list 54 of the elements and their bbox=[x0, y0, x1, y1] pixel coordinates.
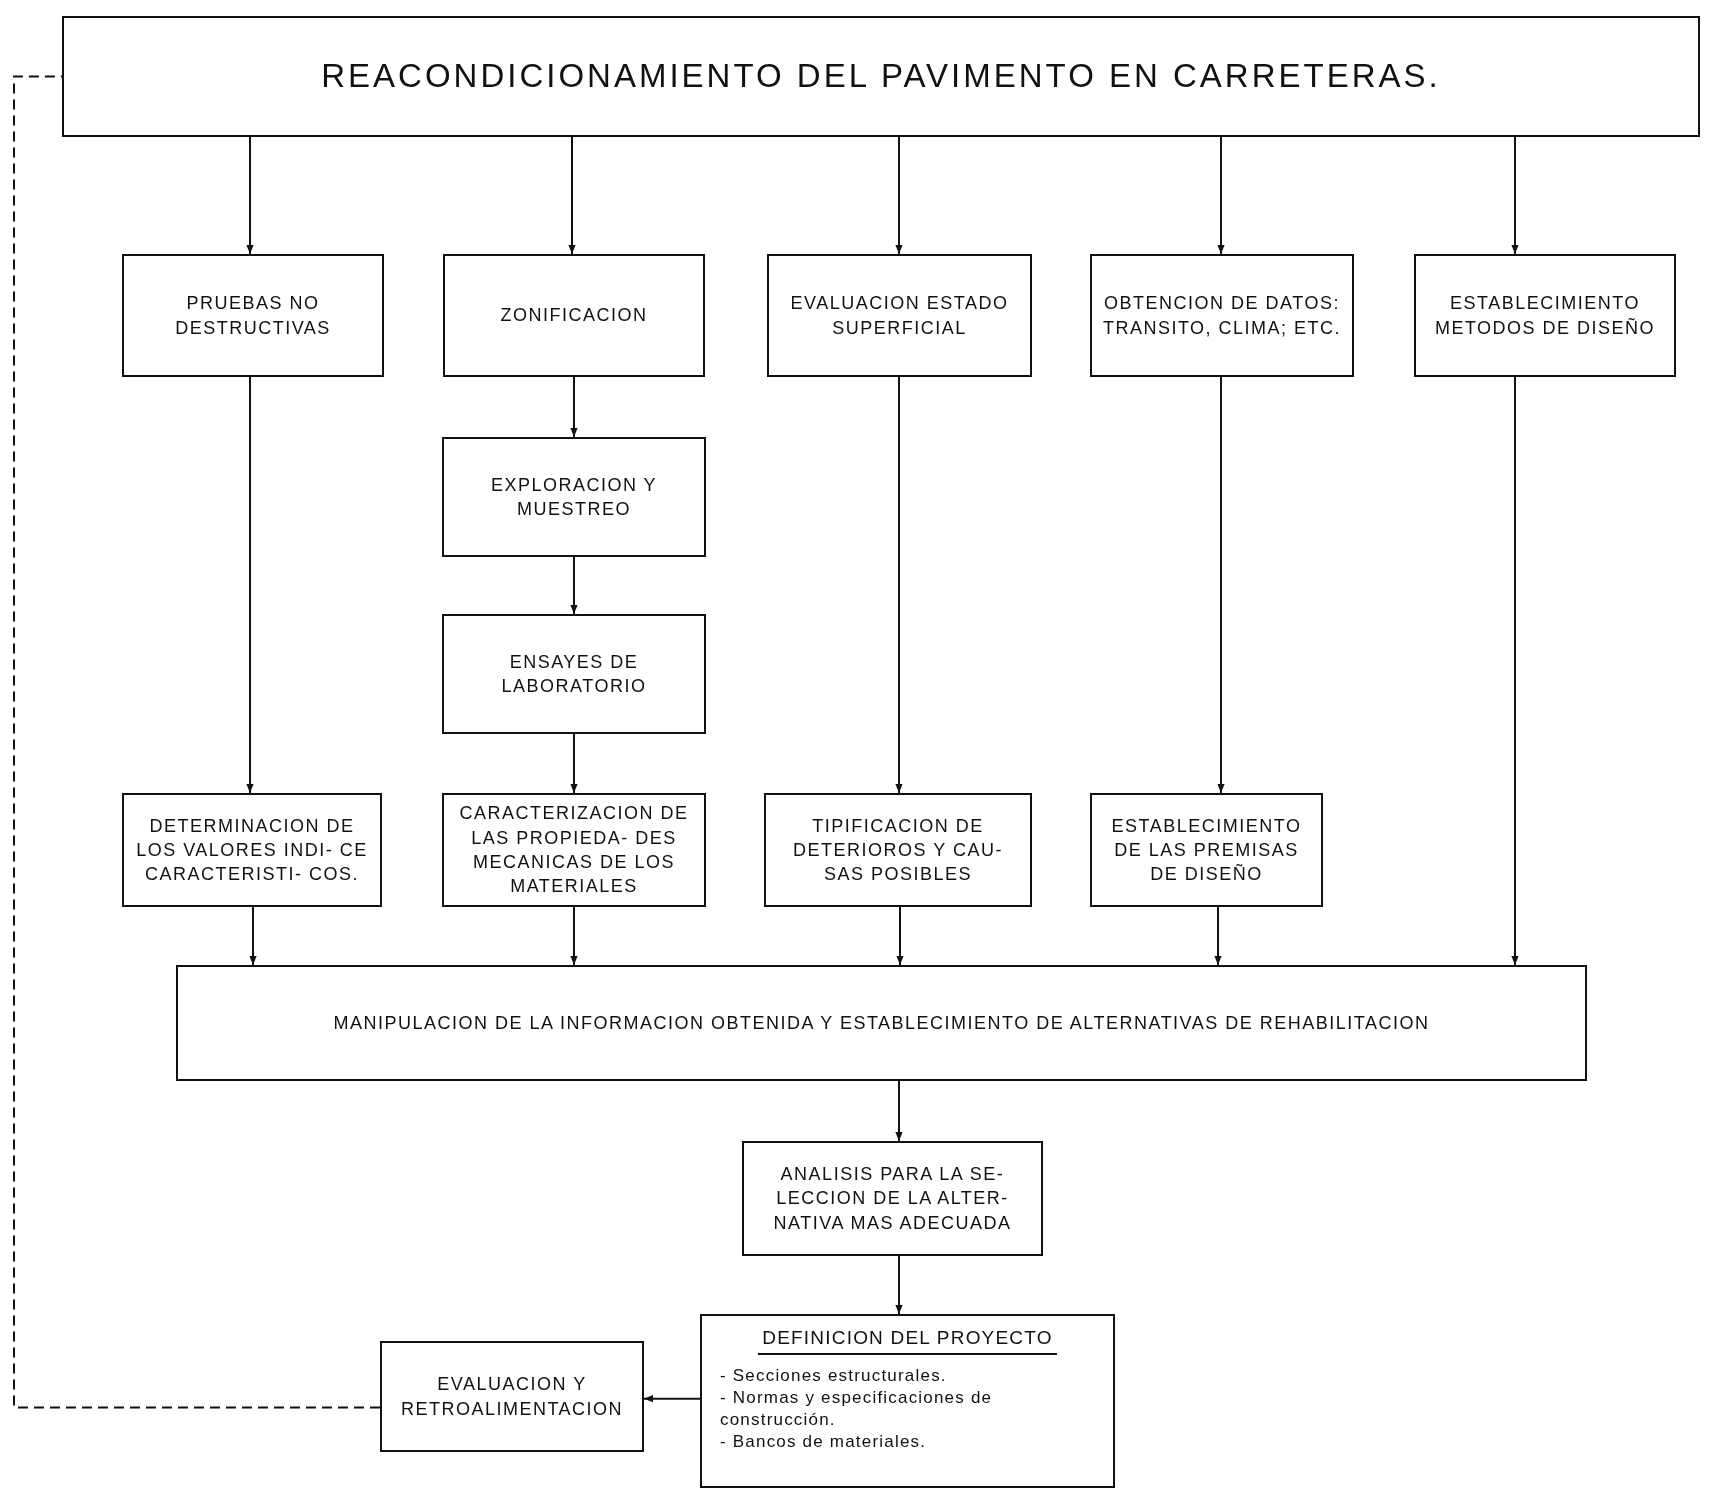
box-label: EVALUACION Y RETROALIMENTACION bbox=[399, 1373, 625, 1421]
box-label: DETERMINACION DE LOS VALORES INDI- CE CARACTERISTI- COS. bbox=[135, 814, 369, 887]
arrow bbox=[1217, 376, 1225, 794]
process-box bbox=[764, 793, 1032, 907]
box-label: ENSAYES DE LABORATORIO bbox=[500, 650, 648, 698]
process-box bbox=[122, 254, 384, 377]
process-box bbox=[1414, 254, 1676, 377]
arrow bbox=[895, 376, 903, 794]
arrow bbox=[570, 906, 578, 966]
box-label: TIPIFICACION DE DETERIOROS Y CAU- SAS POSIBLES bbox=[792, 814, 1004, 887]
arrow bbox=[1511, 136, 1519, 255]
process-box bbox=[1090, 793, 1323, 907]
arrow bbox=[570, 733, 578, 794]
arrow bbox=[246, 376, 254, 794]
process-box bbox=[742, 1141, 1043, 1256]
process-box bbox=[122, 793, 382, 907]
arrow bbox=[570, 376, 578, 438]
process-box bbox=[767, 254, 1032, 377]
arrow bbox=[1511, 376, 1519, 966]
box-label: MANIPULACION DE LA INFORMACION OBTENIDA Y ESTABLECIMIENTO DE ALTERNATIVAS DE REHABILITACION bbox=[333, 1011, 1430, 1035]
box-label: PRUEBAS NO DESTRUCTIVAS bbox=[174, 292, 332, 340]
arrow bbox=[1217, 136, 1225, 255]
bullet-item: - Secciones estructurales. bbox=[720, 1364, 947, 1387]
box-label: OBTENCION DE DATOS: TRANSITO, CLIMA; ETC. bbox=[1101, 292, 1343, 340]
box-label: EVALUACION ESTADO SUPERFICIAL bbox=[789, 292, 1010, 340]
arrow bbox=[895, 1255, 903, 1315]
arrow bbox=[895, 136, 903, 255]
box-label: ESTABLECIMIENTO DE LAS PREMISAS DE DISEÑO bbox=[1110, 814, 1303, 887]
process-box bbox=[442, 614, 706, 734]
box-label: REACONDICIONAMIENTO DEL PAVIMENTO EN CARRETERAS. bbox=[321, 56, 1441, 97]
arrow bbox=[895, 1080, 903, 1142]
arrow bbox=[896, 906, 904, 966]
bullet-item: - Normas y especificaciones de construcción. bbox=[720, 1386, 994, 1431]
bullet-item: - Bancos de materiales. bbox=[720, 1430, 927, 1453]
arrow bbox=[249, 906, 257, 966]
process-box bbox=[442, 793, 706, 907]
arrow bbox=[568, 136, 576, 255]
box-label: CARACTERIZACION DE LAS PROPIEDA- DES MECANICAS DE LOS MATERIALES bbox=[458, 802, 690, 899]
title-box bbox=[62, 16, 1700, 137]
process-box bbox=[1090, 254, 1354, 377]
process-box bbox=[176, 965, 1587, 1081]
arrow bbox=[1214, 906, 1222, 966]
process-box bbox=[700, 1314, 1115, 1488]
process-box bbox=[380, 1341, 644, 1452]
arrow bbox=[570, 556, 578, 615]
arrow bbox=[643, 1395, 701, 1403]
arrow bbox=[246, 136, 254, 255]
box-heading: DEFINICION DEL PROYECTO bbox=[758, 1326, 1057, 1355]
box-label: EXPLORACION Y MUESTREO bbox=[489, 473, 659, 521]
box-label: ZONIFICACION bbox=[500, 304, 648, 328]
process-box bbox=[443, 254, 705, 377]
box-label: ANALISIS PARA LA SE- LECCION DE LA ALTER- NATIVA MAS ADECUADA bbox=[772, 1163, 1013, 1235]
box-label: ESTABLECIMIENTO METODOS DE DISEÑO bbox=[1433, 292, 1657, 340]
process-box bbox=[442, 437, 706, 557]
